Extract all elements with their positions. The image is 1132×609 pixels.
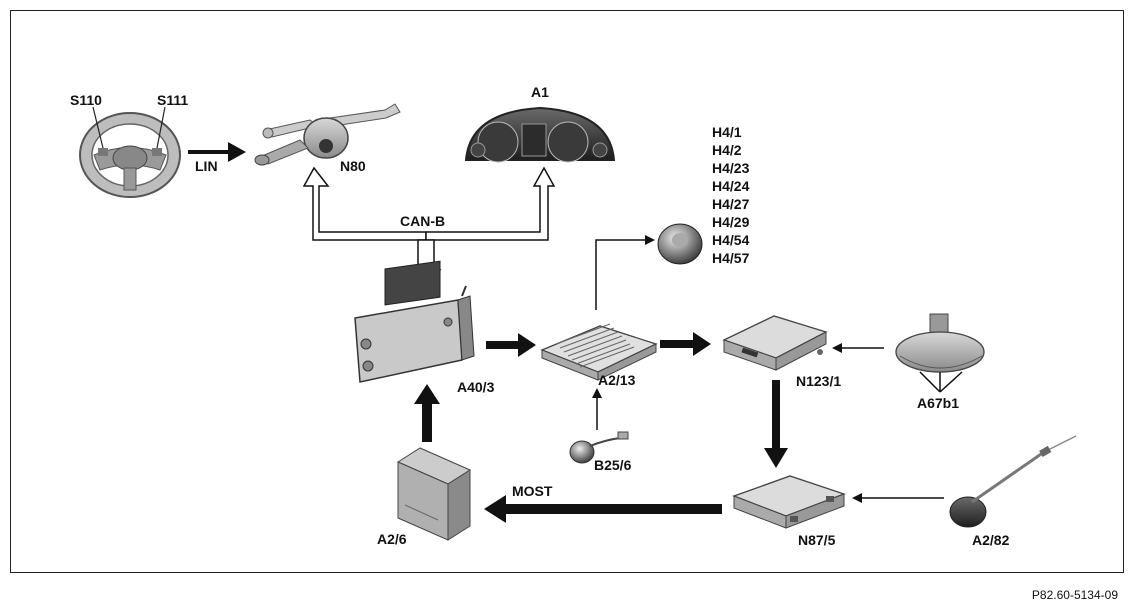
instrument-cluster-icon bbox=[464, 106, 616, 163]
rod-antenna-icon bbox=[949, 435, 1077, 528]
label-n87-5: N87/5 bbox=[798, 532, 836, 548]
arrow-a40-to-a2-13 bbox=[486, 333, 536, 357]
label-h4-54: H4/54 bbox=[712, 232, 750, 248]
label-n123-1: N123/1 bbox=[796, 373, 841, 389]
antenna-leader-lines bbox=[919, 371, 963, 393]
lin-arrow bbox=[188, 142, 246, 162]
label-a40-3: A40/3 bbox=[457, 379, 495, 395]
label-h4-57: H4/57 bbox=[712, 250, 750, 266]
speaker-icon bbox=[657, 223, 703, 265]
label-h4-24: H4/24 bbox=[712, 178, 750, 194]
label-n80: N80 bbox=[340, 158, 366, 174]
label-h4-27: H4/27 bbox=[712, 196, 750, 212]
arrow-n123-to-n87 bbox=[764, 380, 788, 468]
arrow-a67b1-head bbox=[832, 343, 842, 353]
a2-6-module-icon bbox=[396, 447, 472, 541]
label-can-b: CAN-B bbox=[400, 213, 445, 229]
label-a67b1: A67b1 bbox=[917, 395, 959, 411]
most-arrow bbox=[484, 495, 722, 523]
label-a1: A1 bbox=[531, 84, 549, 100]
label-h4-23: H4/23 bbox=[712, 160, 750, 176]
n80-module-icon bbox=[254, 103, 401, 166]
label-b25-6: B25/6 bbox=[594, 457, 632, 473]
label-h4-29: H4/29 bbox=[712, 214, 750, 230]
head-unit-icon bbox=[354, 260, 475, 383]
arrow-a2-13-to-n123 bbox=[660, 332, 711, 356]
label-lin: LIN bbox=[195, 158, 218, 174]
diagram-frame bbox=[10, 10, 1124, 573]
speaker-labels: H4/1 H4/2 H4/23 H4/24 H4/27 H4/29 H4/54 … bbox=[712, 124, 750, 266]
leader-line bbox=[92, 106, 104, 149]
speaker-line bbox=[595, 239, 645, 310]
figure-reference: P82.60-5134-09 bbox=[1031, 588, 1118, 602]
label-h4-2: H4/2 bbox=[712, 142, 742, 158]
label-a2-13: A2/13 bbox=[598, 372, 636, 388]
arrow-a2-6-to-a40 bbox=[414, 384, 440, 442]
roof-antenna-icon bbox=[895, 313, 985, 373]
amplifier-icon bbox=[540, 323, 658, 381]
arrow-b25-head bbox=[592, 388, 602, 398]
speaker-arrowhead bbox=[645, 235, 655, 245]
arrow-a2-82-head bbox=[852, 493, 862, 503]
sensor-icon bbox=[569, 431, 629, 464]
label-a2-6: A2/6 bbox=[377, 531, 407, 547]
n123-module-icon bbox=[722, 315, 828, 371]
n87-module-icon bbox=[732, 475, 846, 529]
steering-wheel-icon bbox=[79, 112, 181, 198]
label-a2-82: A2/82 bbox=[972, 532, 1010, 548]
label-s111: S111 bbox=[157, 92, 188, 108]
label-s110: S110 bbox=[70, 92, 102, 108]
label-most: MOST bbox=[512, 483, 553, 499]
label-h4-1: H4/1 bbox=[712, 124, 742, 140]
leader-line bbox=[156, 106, 166, 149]
